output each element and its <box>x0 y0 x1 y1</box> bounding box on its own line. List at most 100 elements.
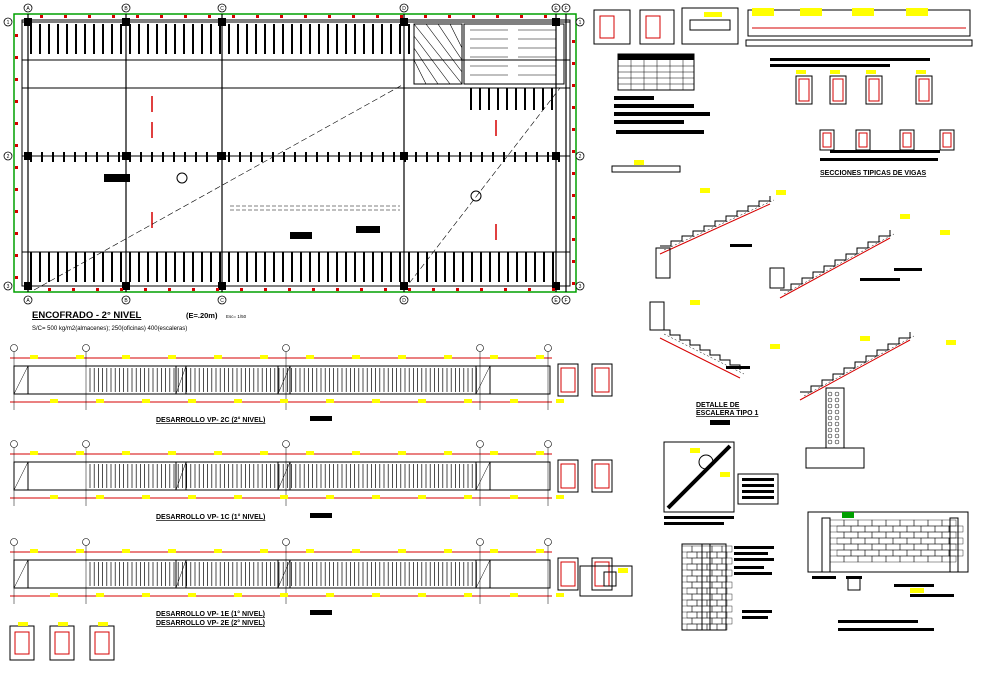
wall-brick <box>871 519 887 527</box>
beam-vp1c-axis-bubble <box>476 440 484 448</box>
beam-stirrup <box>798 78 810 102</box>
hatch-stroke <box>66 24 68 54</box>
note-line <box>742 616 768 619</box>
rebar-mark <box>376 15 379 18</box>
stair-flights <box>611 160 956 401</box>
row-axis-label-right: 1 <box>579 20 582 26</box>
axis-bubble <box>551 295 561 305</box>
beam-strip <box>745 39 973 47</box>
beam-section-small <box>855 129 871 151</box>
hatch-stroke <box>184 152 186 162</box>
col-axis-label-top: F <box>564 6 567 12</box>
hatch-stroke <box>525 152 527 162</box>
hatch-stroke <box>533 88 535 110</box>
note-line <box>726 366 750 369</box>
beam-stirrup <box>822 132 832 148</box>
note-line <box>614 120 684 124</box>
beam-stirrup <box>858 132 868 148</box>
hatch-stroke <box>165 252 167 282</box>
rebar-mark <box>352 15 355 18</box>
hatch-stroke <box>206 152 208 162</box>
highlight-tag <box>946 340 956 345</box>
hatch-stroke <box>237 252 239 282</box>
wall-brick <box>941 531 957 539</box>
beam-vp1e-axis-bubble <box>544 538 552 546</box>
highlight-tag <box>76 451 84 455</box>
highlight-tag <box>50 495 58 499</box>
rebar-mark <box>88 15 91 18</box>
rubble-stone <box>827 427 833 433</box>
hatch-stroke <box>305 152 307 162</box>
beam-vp1e-section-a <box>557 557 579 591</box>
rebar-mark <box>15 276 18 279</box>
hatch-stroke <box>291 24 293 54</box>
anchor-bar <box>666 444 732 510</box>
stair-rebar <box>799 339 911 401</box>
wall-brick <box>857 543 873 551</box>
rebar-mark <box>572 128 575 131</box>
plan-scale-note: Esc= 1/50 <box>226 314 247 319</box>
note-line <box>614 104 694 108</box>
highlight-tag <box>234 399 242 403</box>
brick <box>681 569 693 577</box>
note-line <box>910 594 954 597</box>
note-line <box>770 58 930 61</box>
rebar-mark <box>15 210 18 213</box>
beam-vp2c-section-b-stirrup <box>594 367 610 393</box>
highlight-tag <box>96 495 104 499</box>
highlight-tag <box>418 399 426 403</box>
hatch-stroke <box>524 88 526 110</box>
brick <box>706 551 718 559</box>
note-line <box>742 610 772 613</box>
rebar-mark <box>408 288 411 291</box>
hatch-stroke <box>345 252 347 282</box>
rebar-mark <box>572 194 575 197</box>
column <box>218 18 226 26</box>
rubble-stone <box>827 415 833 421</box>
brick <box>711 545 723 553</box>
beam-section-details <box>770 58 955 161</box>
brick <box>681 557 693 565</box>
rebar-mark <box>168 288 171 291</box>
hatch-stroke <box>138 24 140 54</box>
axis-bubble <box>121 295 131 305</box>
beam-hatch-bottom <box>30 252 554 282</box>
hatch-stroke <box>481 152 483 162</box>
plan-note-block <box>356 226 380 233</box>
hatch-stroke <box>282 252 284 282</box>
wall-brick <box>850 537 866 545</box>
plan-title-scale: (E=.20m) <box>186 311 218 320</box>
hatch-stroke <box>390 252 392 282</box>
beam-vp2c-section-a <box>557 363 579 397</box>
hatch-stroke <box>316 152 318 162</box>
col-axis-label-top: A <box>26 6 30 12</box>
hatch-stroke <box>453 252 455 282</box>
note-line <box>838 628 934 631</box>
column-schedule-table <box>617 53 695 91</box>
hatch-stroke <box>174 252 176 282</box>
hatch-stroke <box>183 252 185 282</box>
wall-brick <box>899 555 915 563</box>
hatch-stroke <box>74 152 76 162</box>
rubble-stone <box>834 421 840 427</box>
rebar-mark <box>304 15 307 18</box>
wall-brick <box>934 525 950 533</box>
hatch-stroke <box>408 24 410 54</box>
beam-vp1c-column-hatch <box>475 461 491 491</box>
rebar-mark <box>424 15 427 18</box>
rebar-mark <box>432 288 435 291</box>
wall-brick <box>878 549 894 557</box>
highlight-tag <box>326 593 334 597</box>
stair-note-block <box>710 420 730 425</box>
rubble-stone <box>834 415 840 421</box>
wall-bricks <box>821 517 964 573</box>
highlight-tag <box>800 8 822 16</box>
highlight-tag <box>122 549 130 553</box>
rubble-stone <box>834 391 840 397</box>
hatch-stroke <box>371 152 373 162</box>
wall-brick <box>857 531 873 539</box>
brick <box>686 563 698 571</box>
wall-brick <box>829 555 845 563</box>
wall-brick <box>871 531 887 539</box>
hatch-stroke <box>255 24 257 54</box>
